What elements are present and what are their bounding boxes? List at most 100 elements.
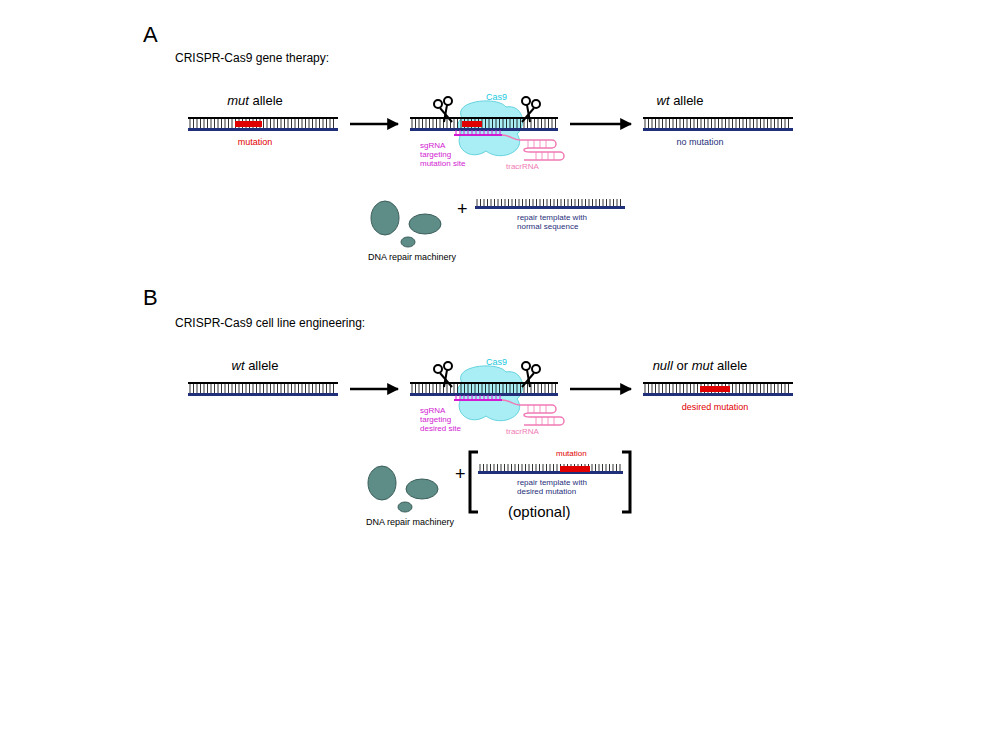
cas9-complex-text: sgRNA targeting mutation site [420, 141, 472, 169]
base-pair [750, 118, 751, 129]
base-pair [197, 118, 198, 129]
text-word: wt [657, 93, 670, 108]
repair-machinery-shape [365, 465, 437, 513]
base-pair [274, 118, 275, 129]
text-word: B [143, 285, 158, 310]
base-pair [764, 383, 765, 394]
base-pair [513, 383, 514, 394]
repair-protein [398, 502, 412, 512]
text-word: mutation [714, 402, 749, 412]
base-pair [228, 383, 229, 394]
base-pair [774, 383, 775, 394]
repair-protein [409, 214, 441, 234]
base-pair [263, 383, 264, 394]
bottom-strand [188, 393, 338, 396]
base-pair [771, 118, 772, 129]
base-pair [683, 383, 684, 394]
base-pair [541, 118, 542, 129]
base-pair [722, 118, 723, 129]
repair-template: repair template with normal sequence [475, 199, 625, 209]
base-pair [694, 383, 695, 394]
text-word: CRISPR-Cas9 [175, 316, 252, 330]
base-pair [277, 118, 278, 129]
base-pair [422, 118, 423, 129]
base-pair [739, 383, 740, 394]
cas9-complex-text: sgRNA targeting desired site [420, 406, 472, 434]
base-pair [450, 383, 451, 394]
base-pair [718, 118, 719, 129]
base-pair [267, 383, 268, 394]
base-pair [690, 383, 691, 394]
base-pair [711, 118, 712, 129]
bottom-strand [410, 128, 558, 131]
base-pair [697, 118, 698, 129]
dna-strand-text: mut allele [205, 94, 305, 109]
base-pair [464, 383, 465, 394]
base-pair [333, 383, 334, 394]
base-pair [436, 118, 437, 129]
base-pair [552, 118, 553, 129]
optional-note: (optional) [508, 503, 608, 520]
repair-template: mutationrepair template with desired mut… [478, 464, 623, 474]
base [511, 464, 512, 472]
base-pair [260, 383, 261, 394]
base-pair [676, 383, 677, 394]
base [484, 199, 485, 207]
base [508, 199, 509, 207]
base-pair [666, 383, 667, 394]
base-pair [708, 118, 709, 129]
base [529, 199, 530, 207]
base-pair [662, 118, 663, 129]
template-strand [475, 206, 625, 209]
base [497, 464, 498, 472]
text-word: + [455, 464, 466, 484]
text-word: template [540, 213, 571, 222]
cas9-complex-text: Cas9 [486, 92, 520, 102]
base-pair [468, 383, 469, 394]
base-pair [680, 383, 681, 394]
base-pair [284, 118, 285, 129]
base-pair [295, 383, 296, 394]
base-pair [228, 118, 229, 129]
base-pair [200, 118, 201, 129]
base-pair [767, 118, 768, 129]
base-pair [662, 383, 663, 394]
base-pair [218, 118, 219, 129]
top-strand [410, 382, 558, 384]
base-pair [447, 118, 448, 129]
base [585, 199, 586, 207]
plus-sign: + [457, 199, 477, 220]
base-pair [225, 118, 226, 129]
text-word: repair [517, 213, 537, 222]
base-pair [704, 118, 705, 129]
base-pair [200, 383, 201, 394]
base-pair [429, 383, 430, 394]
base [536, 199, 537, 207]
base-pair [412, 118, 413, 129]
base-pair [302, 118, 303, 129]
repair-protein [368, 466, 396, 500]
repair-machinery: DNA repair machinery [368, 200, 440, 248]
base-pair [785, 383, 786, 394]
base [494, 199, 495, 207]
dna-strand: wt allele [188, 382, 338, 396]
base [487, 464, 488, 472]
mutation-mark [235, 121, 262, 127]
base [578, 199, 579, 207]
base-pair [781, 118, 782, 129]
base [599, 464, 600, 472]
base [603, 199, 604, 207]
base [616, 464, 617, 472]
base-pair [263, 118, 264, 129]
base-pair [510, 118, 511, 129]
base [617, 199, 618, 207]
base [546, 464, 547, 472]
base-pair [743, 383, 744, 394]
base-pair [732, 118, 733, 129]
base-pair [319, 118, 320, 129]
text-word: (optional) [508, 503, 571, 520]
base [599, 199, 600, 207]
base [515, 199, 516, 207]
base-pair [319, 383, 320, 394]
base-pair [524, 383, 525, 394]
